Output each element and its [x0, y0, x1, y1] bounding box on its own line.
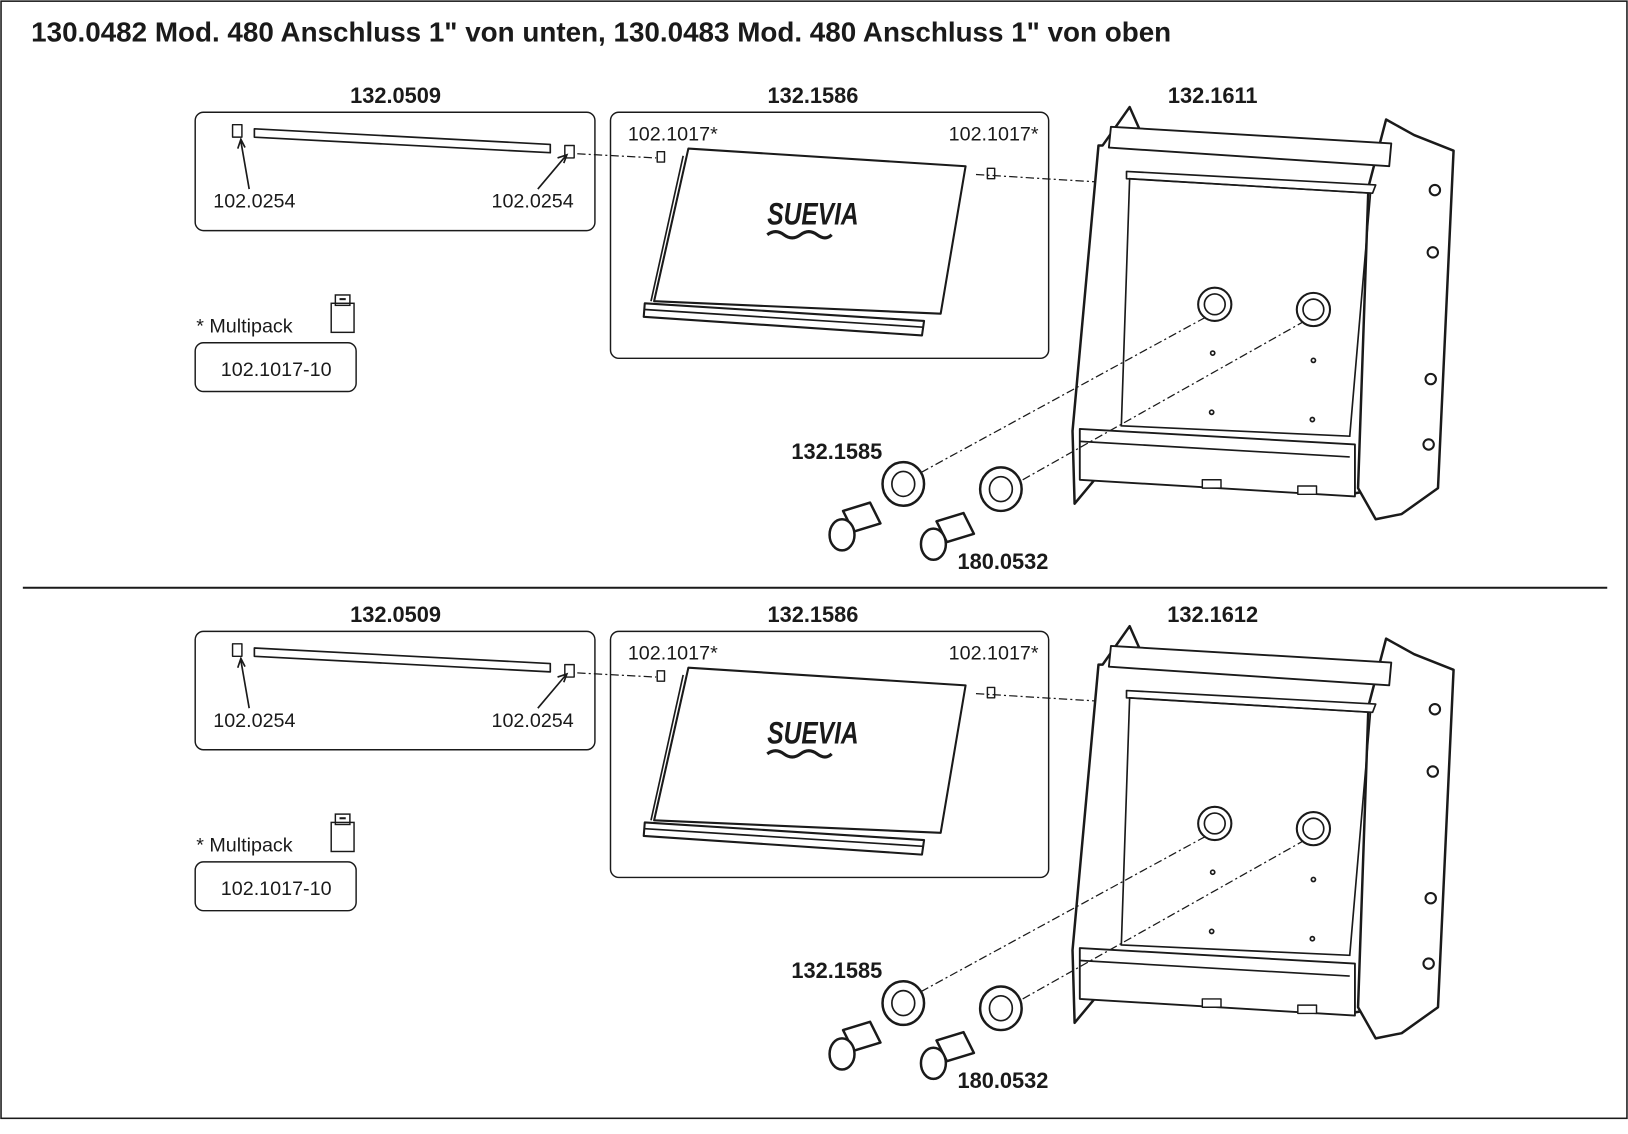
section-unten: 132.0509 102.0254 102.0254 132.1586 102.…	[194, 83, 1455, 574]
nut-left-number: 102.0254	[213, 710, 295, 732]
cover-box	[609, 630, 1050, 879]
seal-ring-icon	[881, 460, 1023, 513]
nut-right-number: 102.0254	[492, 710, 574, 732]
assembly-line	[577, 153, 657, 159]
assembly-line	[920, 316, 1207, 474]
arrow-icon	[236, 656, 251, 709]
suevia-logo: SUEVIA	[767, 196, 858, 231]
assembly-line	[1022, 840, 1304, 1000]
arrow-icon	[537, 672, 569, 709]
screw-left-number: 102.1017*	[628, 123, 718, 145]
assembly-line	[1022, 321, 1304, 481]
cover-number: 132.1586	[768, 602, 859, 627]
frame-number: 132.1612	[1167, 602, 1258, 627]
seal-number: 132.1585	[791, 958, 882, 983]
suevia-logo: SUEVIA	[767, 716, 858, 751]
connector-icon	[828, 501, 976, 561]
multipack-icon	[330, 813, 355, 853]
rod-set-number: 132.0509	[350, 602, 441, 627]
screw-right-number: 102.1017*	[949, 123, 1039, 145]
seal-ring-icon	[881, 980, 1023, 1032]
rod-icon	[231, 643, 575, 678]
multipack-label: * Multipack	[196, 315, 293, 337]
rod-set-number: 132.0509	[350, 83, 441, 108]
cover-panel-icon	[642, 147, 996, 337]
cover-number: 132.1586	[768, 83, 859, 108]
page-title: 130.0482 Mod. 480 Anschluss 1" von unten…	[31, 17, 1171, 48]
multipack-icon	[330, 294, 355, 334]
frame-number: 132.1611	[1168, 83, 1258, 108]
multipack-number: 102.1017-10	[221, 359, 332, 381]
rod-icon	[231, 123, 575, 159]
assembly-line	[975, 173, 1096, 183]
nut-right-number: 102.0254	[492, 191, 574, 213]
assembly-line	[975, 693, 1096, 702]
assembly-line	[920, 835, 1207, 993]
rod-set-box	[194, 111, 596, 232]
seal-number: 132.1585	[791, 439, 882, 464]
connector-number: 180.0532	[958, 549, 1049, 574]
logo-wave-icon	[766, 749, 833, 759]
logo-wave-icon	[766, 230, 833, 240]
assembly-line	[577, 672, 657, 678]
mounting-frame-icon	[1071, 105, 1455, 521]
connector-icon	[828, 1020, 976, 1081]
multipack-box	[194, 342, 357, 393]
screw-left-number: 102.1017*	[628, 642, 718, 664]
screw-right-number: 102.1017*	[949, 642, 1039, 664]
arrow-icon	[537, 153, 569, 190]
multipack-number: 102.1017-10	[221, 878, 332, 900]
mounting-frame-icon	[1071, 624, 1455, 1040]
arrow-icon	[236, 137, 251, 190]
rod-set-box	[194, 630, 596, 751]
nut-left-number: 102.0254	[213, 191, 295, 213]
multipack-box	[194, 861, 357, 912]
cover-box	[609, 111, 1050, 360]
section-oben: 132.0509 102.0254 102.0254 132.1586 102.…	[194, 602, 1455, 1093]
cover-panel-icon	[642, 666, 996, 856]
connector-number: 180.0532	[958, 1068, 1049, 1093]
multipack-label: * Multipack	[196, 834, 293, 856]
